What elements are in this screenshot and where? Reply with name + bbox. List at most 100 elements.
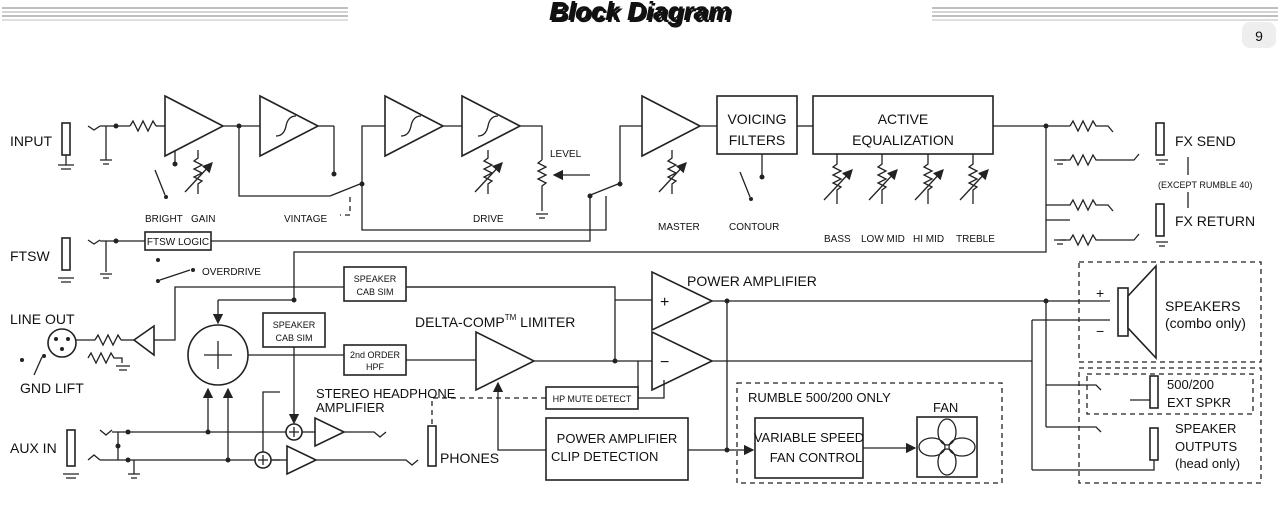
speakers-label-2: (combo only) <box>1165 315 1246 331</box>
speaker-cab-sim-top <box>343 266 407 302</box>
input-jack <box>61 122 71 156</box>
gain-pot[interactable] <box>192 150 204 194</box>
label-input: INPUT <box>10 133 52 149</box>
preamp-stage <box>164 94 225 158</box>
treble-pot[interactable] <box>967 154 979 204</box>
cab-sim-top-2: CAB SIM <box>356 287 393 297</box>
speaker-cab-sim-left <box>262 312 326 348</box>
label-ftsw: FTSW <box>10 248 50 264</box>
fan-control-block <box>754 417 864 479</box>
page-title-shadow: Block Diagram <box>551 0 733 28</box>
xlr-line-out[interactable] <box>47 328 77 358</box>
cab-sim-top-1: SPEAKER <box>354 274 397 284</box>
ext-spkr-label-1: 500/200 <box>1167 377 1214 392</box>
phones-jack[interactable] <box>427 425 437 467</box>
level-pot[interactable] <box>536 159 548 211</box>
overdrive-select-switch[interactable] <box>587 183 619 197</box>
fx-send-jack[interactable] <box>1155 122 1165 156</box>
cab-sim-left-2: CAB SIM <box>275 333 312 343</box>
clip-label-1: POWER AMPLIFIER <box>557 431 678 446</box>
vintage-switch[interactable] <box>329 183 361 197</box>
fan-ctrl-label-1: VARIABLE SPEED <box>754 430 864 445</box>
hpf-label-1: 2nd ORDER <box>350 350 401 360</box>
eq-label-1: ACTIVE <box>878 111 929 127</box>
spk-out-label-2: OUTPUTS <box>1175 439 1237 454</box>
header-rule-right <box>932 7 1278 21</box>
page-title: Block Diagram <box>549 0 731 26</box>
hp-amp-right <box>286 444 318 476</box>
speakers-combo-region <box>1078 261 1262 363</box>
label-gnd-lift: GND LIFT <box>20 380 84 396</box>
label-low-mid: LOW MID <box>861 234 905 245</box>
hp-amp-left <box>314 416 346 448</box>
cab-sim-left-1: SPEAKER <box>273 320 316 330</box>
ext-spkr-jack[interactable] <box>1149 375 1159 409</box>
voicing-filters-block <box>716 95 798 155</box>
vintage-stage <box>259 94 320 158</box>
power-amp-plus: + <box>660 294 669 311</box>
ext-spkr-label-2: EXT SPKR <box>1167 395 1231 410</box>
drive-stage-a <box>384 94 445 158</box>
speaker-output-jack[interactable] <box>1149 427 1159 461</box>
label-line-out: LINE OUT <box>10 311 75 327</box>
jack-contact-icon <box>87 125 101 131</box>
label-except-rumble: (EXCEPT RUMBLE 40) <box>1158 180 1252 190</box>
fan-blades-icon <box>918 418 976 476</box>
rumble-500-200-region <box>736 382 1003 484</box>
label-phones: PHONES <box>440 450 499 466</box>
ground-icon <box>58 164 74 170</box>
label-overdrive: OVERDRIVE <box>202 267 261 278</box>
overdrive-footswitch[interactable] <box>159 269 191 281</box>
drive-stage-b <box>461 94 522 158</box>
line-out-buffer <box>132 324 155 357</box>
label-bright: BRIGHT <box>145 214 183 225</box>
fan-ctrl-label-2: FAN CONTROL <box>770 450 862 465</box>
fx-send-resistor <box>1069 119 1114 133</box>
fan-label: FAN <box>933 400 958 415</box>
fx-return-jack[interactable] <box>1155 203 1165 237</box>
speaker-outputs-region <box>1078 367 1262 484</box>
aux-in-jack[interactable] <box>66 429 76 467</box>
fan-icon <box>916 416 978 478</box>
speaker-icon <box>1117 287 1129 337</box>
label-gain: GAIN <box>191 214 215 225</box>
label-hi-mid: HI MID <box>913 234 944 245</box>
resistor-icon <box>129 119 157 133</box>
gnd-lift-switch[interactable] <box>33 356 43 376</box>
hpf-block <box>343 344 407 376</box>
hp-mute-label: HP MUTE DETECT <box>553 394 632 404</box>
delta-comp-limiter <box>475 330 536 392</box>
voicing-label-1: VOICING <box>727 111 786 127</box>
stereo-hp-label-2: AMPLIFIER <box>316 400 385 415</box>
ftsw-jack[interactable] <box>61 237 71 271</box>
power-amp-negative <box>651 330 714 392</box>
hi-mid-pot[interactable] <box>922 154 934 204</box>
header-rule-left <box>2 7 348 21</box>
label-fx-send: FX SEND <box>1175 133 1236 149</box>
eq-label-2: EQUALIZATION <box>852 132 954 148</box>
low-mid-pot[interactable] <box>876 154 888 204</box>
ext-spkr-region <box>1086 373 1254 415</box>
bright-switch[interactable] <box>154 169 166 196</box>
eq-pots <box>823 154 989 204</box>
label-drive: DRIVE <box>473 214 504 225</box>
speakers-label-1: SPEAKERS <box>1165 298 1240 314</box>
label-bass: BASS <box>824 234 851 245</box>
clip-label-2: CLIP DETECTION <box>551 449 658 464</box>
voicing-label-2: FILTERS <box>729 132 786 148</box>
spk-out-label-1: SPEAKER <box>1175 421 1236 436</box>
page-number: 9 <box>1255 28 1263 44</box>
stereo-hp-label-1: STEREO HEADPHONE <box>316 386 456 401</box>
hpf-label-2: HPF <box>366 362 385 372</box>
bass-pot[interactable] <box>831 154 843 204</box>
delta-comp-label: DELTA-COMPTM LIMITER <box>415 313 575 330</box>
speaker-cone-icon <box>1127 263 1157 361</box>
contour-switch[interactable] <box>739 171 751 198</box>
spk-out-label-3: (head only) <box>1175 456 1240 471</box>
master-pot[interactable] <box>666 150 678 194</box>
ftsw-logic-label: FTSW LOGIC <box>147 237 209 248</box>
spk-plus: + <box>1096 285 1104 301</box>
drive-pot[interactable] <box>482 150 494 194</box>
